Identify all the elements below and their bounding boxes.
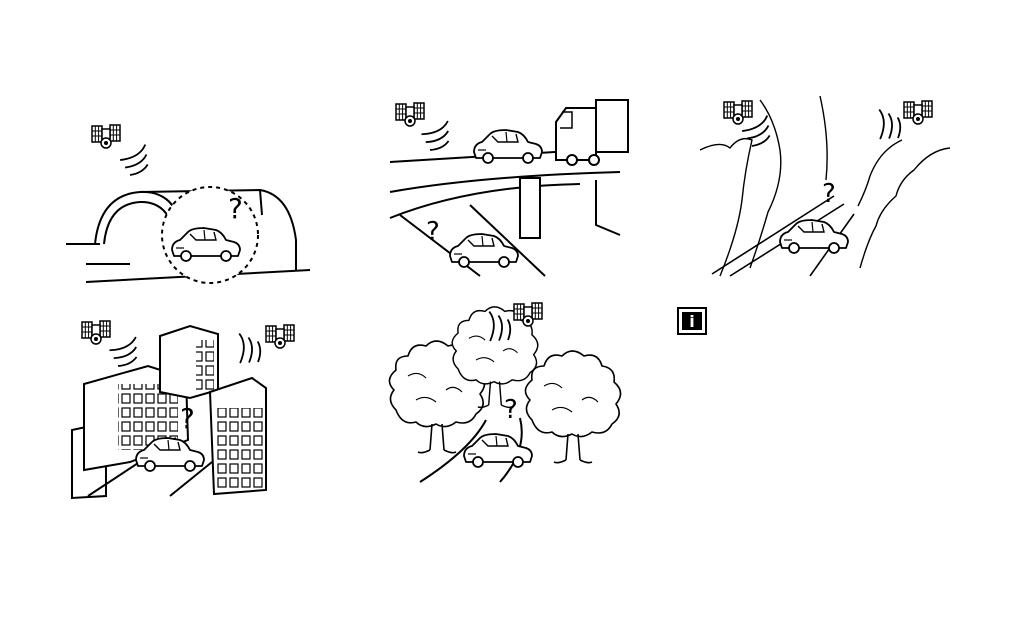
svg-text:i: i [689,312,694,331]
question-mark-icon: ? [822,179,836,209]
tree-icon [525,351,620,463]
signal-waves-icon [116,138,156,180]
scene-tall-buildings: ? [72,321,294,498]
question-mark-icon: ? [504,395,518,425]
info-icon: i [678,308,706,334]
question-mark-icon: ? [426,217,440,247]
question-mark-icon: ? [180,402,195,435]
question-mark-icon: ? [228,192,243,225]
truck-icon [556,100,628,165]
scene-forest: ? [389,303,620,482]
satellite-icon [396,103,424,126]
signal-waves-icon [227,328,267,370]
satellite-icon [266,325,294,348]
car-icon [450,234,518,267]
satellite-icon [92,125,120,148]
car-icon [474,130,542,163]
signal-waves-icon [105,329,146,372]
scene-tunnel: ? [66,125,310,283]
scene-mountain-valley: ? [698,96,954,278]
scene-overpass: ? [390,100,628,276]
satellite-icon [82,321,110,344]
